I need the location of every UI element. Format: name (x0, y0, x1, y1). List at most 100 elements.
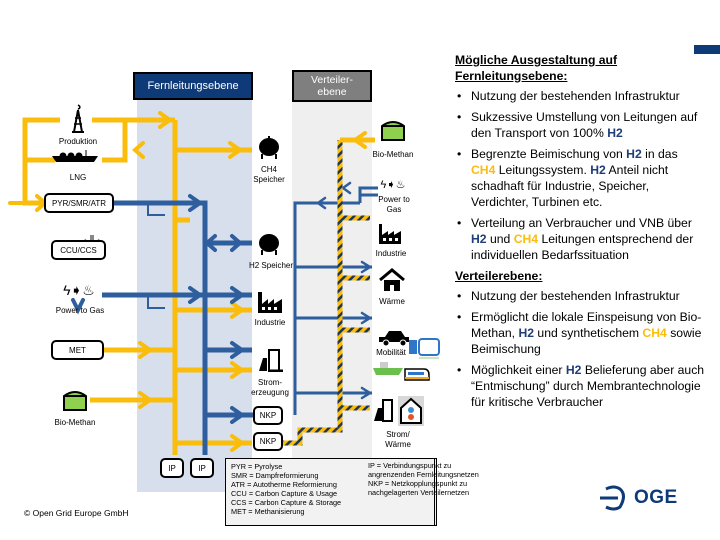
fernleitung-bullets: Nutzung der bestehenden InfrastrukturSuk… (455, 88, 705, 263)
bullet-text: Anteil nicht schadhaft für Industrie, Sp… (471, 163, 669, 209)
label-produktion: Produktion (58, 137, 98, 146)
industrie-vt-icon (379, 224, 401, 244)
ch4-pipe-lng (25, 120, 128, 163)
label-h2-speicher: H2 Speicher (248, 261, 294, 270)
power-plant-icon (259, 349, 283, 372)
bullet-text: Möglichkeit einer (471, 363, 566, 377)
ch4-pipe-consumers (175, 307, 252, 446)
ch4-speicher-icon (259, 136, 279, 159)
label-waerme: Wärme (379, 297, 405, 306)
ch4-highlight: CH4 (513, 232, 539, 246)
legend-entry: PYR = Pyrolyse (231, 462, 283, 471)
ip-box-1: IP (160, 458, 184, 478)
label-ch4-speicher: CH4 Speicher (253, 165, 285, 184)
met-box: MET (51, 340, 104, 360)
label-bio-methan-vt: Bio-Methan (372, 150, 414, 159)
h2-pipe-consumers (205, 347, 252, 418)
h2-highlight: H2 (607, 126, 623, 140)
description-panel: Mögliche Ausgestaltung auf Fernleitungse… (455, 52, 705, 415)
ship-icon (373, 362, 403, 375)
ip-box-2: IP (190, 458, 214, 478)
oge-logo-text: OGE (634, 487, 678, 508)
industrie-icon (258, 292, 282, 313)
h2-speicher-icon (259, 234, 279, 255)
ch4-highlight: CH4 (471, 163, 496, 177)
bullet-item: Begrenzte Beimischung von H2 in das CH4 … (457, 146, 705, 210)
bullet-item: Verteilung an Verbraucher und VNB über H… (457, 215, 705, 263)
label-strom-waerme: Strom/ Wärme (385, 430, 411, 449)
bullet-text: Leitungen entsprechend der individuellen… (471, 232, 694, 262)
legend-entry: NKP = Netzkopplungspunkt zu (368, 479, 468, 488)
verteiler-heading: Verteilerebene: (455, 269, 543, 283)
bullet-text: Belieferung aber auch “Entmischung” durc… (471, 363, 705, 409)
bullet-text: in das (641, 147, 678, 161)
legend-entry: MET = Methanisierung (231, 507, 305, 516)
train-icon (404, 368, 430, 381)
oge-logo: OGE (600, 485, 678, 511)
legend-entry: CCS = Carbon Capture & Storage (231, 498, 342, 507)
bullet-text: Leitungssystem. (495, 163, 591, 177)
mixed-vt-vertical (265, 140, 343, 446)
copyright: © Open Grid Europe GmbH (24, 508, 129, 518)
legend-entry: IP = Verbindungspunkt zu (368, 461, 452, 470)
h2-main-vertical (110, 200, 208, 455)
ch4-pipe-inputs (90, 347, 175, 403)
bullet-item: Möglichkeit einer H2 Belieferung aber au… (457, 362, 705, 410)
power-plant-vt-icon (374, 399, 393, 422)
bullet-text: Nutzung der bestehenden Infrastruktur (471, 289, 680, 303)
legend-entry: angrenzenden Fernleitungsnetzen (368, 470, 479, 479)
verteiler-header: Verteiler- ebene (292, 70, 372, 102)
h2-highlight: H2 (590, 163, 606, 177)
fernleitung-heading: Mögliche Ausgestaltung auf Fernleitungse… (455, 53, 618, 83)
bio-methan-tank-icon (63, 391, 87, 411)
bullet-item: Sukzessive Umstellung von Leitungen auf … (457, 109, 705, 141)
label-power-to-gas: Power to Gas (55, 306, 105, 315)
ch4-highlight: CH4 (642, 326, 667, 340)
bus-icon (409, 338, 440, 359)
bullet-item: Nutzung der bestehenden Infrastruktur (457, 288, 705, 304)
label-bio-methan-source: Bio-Methan (54, 418, 96, 427)
bullet-text: Begrenzte Beimischung von (471, 147, 627, 161)
h2-highlight: H2 (626, 147, 642, 161)
bullet-text: Nutzung der bestehenden Infrastruktur (471, 89, 680, 103)
label-lng: LNG (69, 173, 87, 182)
legend-entry: ATR = Autotherme Reformierung (231, 480, 337, 489)
bullet-text: und (486, 232, 514, 246)
legend-entry: nachgelagerten Verteilernetzen (368, 488, 470, 497)
legend-entry: CCU = Carbon Capture & Usage (231, 489, 338, 498)
bullet-item: Ermöglicht die lokale Einspeisung von Bi… (457, 309, 705, 357)
bullet-text: Sukzessive Umstellung von Leitungen auf … (471, 110, 698, 140)
label-mobilitaet: Mobilität (376, 348, 406, 357)
nkp-box-1: NKP (253, 406, 283, 425)
label-stromerzeugung: Strom- erzeugung (251, 378, 289, 397)
heat-house-icon (398, 396, 424, 426)
power-to-gas-icon: ϟ➧♨ (63, 282, 95, 298)
bio-methan-vt-icon (381, 121, 405, 141)
label-power-to-gas-vt: Power to Gas (378, 195, 410, 214)
bullet-text: Verteilung an Verbraucher und VNB über (471, 216, 692, 230)
brand-accent-bar (694, 45, 720, 54)
h2-highlight: H2 (565, 363, 582, 377)
bullet-item: Nutzung der bestehenden Infrastruktur (457, 88, 705, 104)
h2-vt-vertical (293, 201, 360, 415)
h2-highlight: H2 (518, 326, 535, 340)
car-icon (379, 331, 409, 346)
oil-derrick-icon (72, 104, 84, 133)
bullet-text: und synthetischem (534, 326, 643, 340)
legend-right-wrap (367, 458, 435, 526)
h2-highlight: H2 (471, 232, 487, 246)
pyr-smr-atr-box: PYR/SMR/ATR (44, 193, 114, 213)
bullet-text: sowie Beimischung (471, 326, 702, 356)
nkp-box-2: NKP (253, 432, 283, 451)
legend-entry: SMR = Dampfreformierung (231, 471, 319, 480)
bullet-text: Ermöglicht die lokale Einspeisung von Bi… (471, 310, 702, 340)
label-industrie-vt: Industrie (375, 249, 407, 258)
label-industrie-fl: Industrie (254, 318, 286, 327)
power-to-gas-vt-icon: ϟ➧♨ (380, 179, 406, 191)
house-icon (379, 268, 405, 291)
fernleitung-header: Fernleitungsebene (133, 72, 253, 100)
oge-logo-icon (600, 485, 625, 511)
